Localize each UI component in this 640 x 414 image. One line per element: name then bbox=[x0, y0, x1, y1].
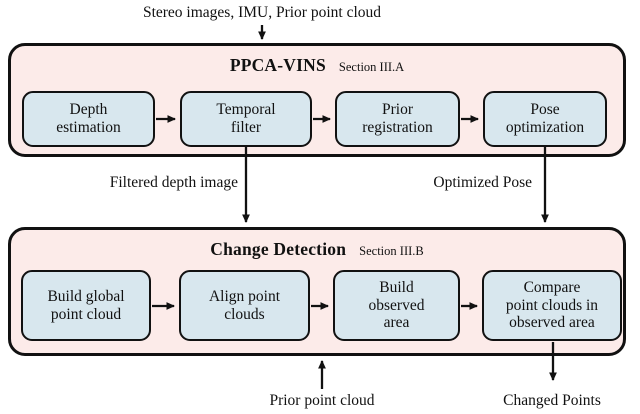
ppca-vins-module: PPCA-VINS Section III.A Depth estimation… bbox=[8, 43, 626, 157]
top-input-label: Stereo images, IMU, Prior point cloud bbox=[142, 4, 382, 21]
node-label: Compare point clouds in observed area bbox=[505, 278, 599, 332]
node-label: Align point clouds bbox=[208, 287, 281, 323]
node-align-point-clouds: Align point clouds bbox=[179, 270, 310, 341]
ppca-title: PPCA-VINS bbox=[229, 55, 326, 75]
ppca-section-tag: Section III.A bbox=[338, 60, 405, 74]
node-label: Build observed area bbox=[368, 278, 425, 332]
node-compare-point-clouds: Compare point clouds in observed area bbox=[482, 270, 622, 341]
node-prior-registration: Prior registration bbox=[335, 91, 460, 147]
node-label: Build global point cloud bbox=[47, 287, 125, 323]
ppca-title-row: PPCA-VINS Section III.A bbox=[11, 55, 623, 76]
prior-point-cloud-label: Prior point cloud bbox=[269, 392, 375, 409]
change-detection-title-row: Change Detection Section III.B bbox=[11, 239, 623, 260]
changed-points-label: Changed Points bbox=[503, 392, 601, 409]
node-label: Prior registration bbox=[362, 101, 433, 136]
node-label: Pose optimization bbox=[505, 101, 585, 136]
node-build-global-point-cloud: Build global point cloud bbox=[21, 270, 151, 341]
node-build-observed-area: Build observed area bbox=[333, 270, 460, 341]
change-detection-title: Change Detection bbox=[210, 239, 347, 259]
optimized-pose-label: Optimized Pose bbox=[433, 174, 532, 191]
change-detection-section-tag: Section III.B bbox=[359, 244, 424, 258]
node-depth-estimation: Depth estimation bbox=[22, 91, 155, 147]
node-pose-optimization: Pose optimization bbox=[483, 91, 607, 147]
node-label: Temporal filter bbox=[216, 101, 276, 136]
node-label: Depth estimation bbox=[56, 101, 121, 136]
node-temporal-filter: Temporal filter bbox=[180, 91, 312, 147]
change-detection-module: Change Detection Section III.B Build glo… bbox=[8, 227, 626, 356]
filtered-depth-image-label: Filtered depth image bbox=[109, 174, 238, 191]
